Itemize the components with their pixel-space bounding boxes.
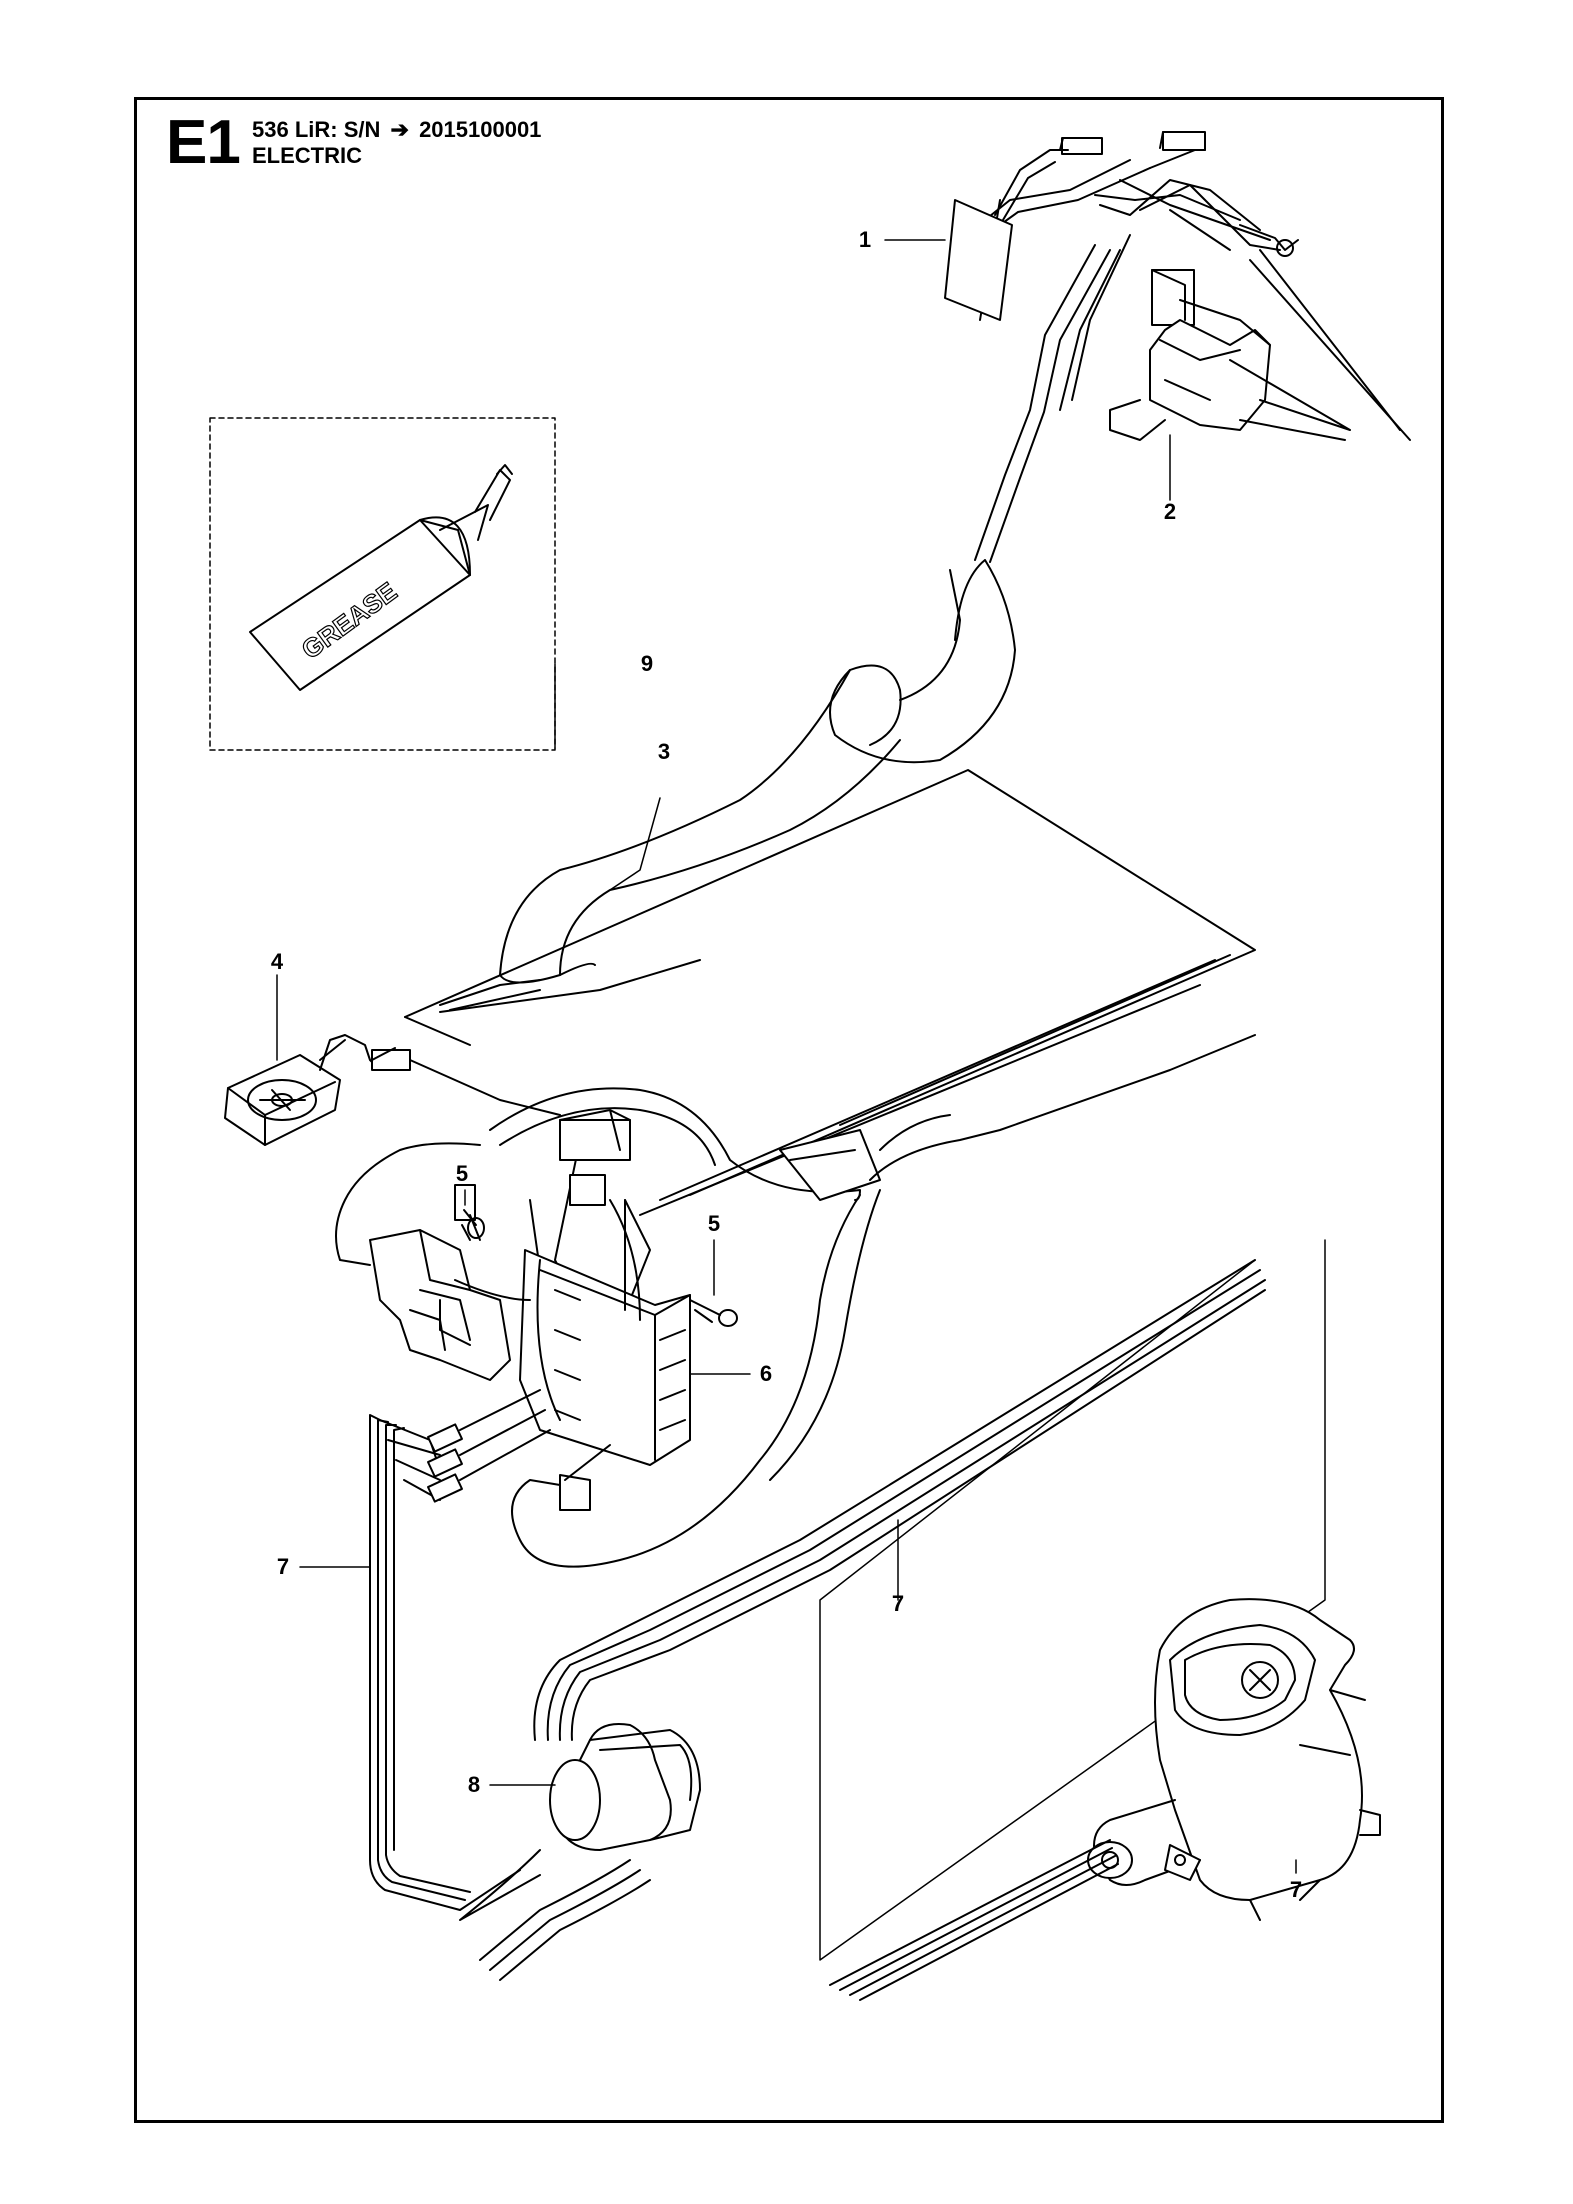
part-6-switch-bracket: [369, 1184, 531, 1381]
part-5-screw-left: [461, 1209, 485, 1241]
callout-2: 2: [1163, 499, 1177, 524]
callout-9: 9: [640, 651, 654, 676]
callout-1: 1: [858, 227, 872, 252]
part-7-wires-left: [369, 1389, 551, 1911]
part-7-wires-long: [533, 1239, 1326, 1961]
callout-8: 8: [467, 1772, 481, 1797]
model-serial-line: 536 LiR: S/N ➔ 2015100001: [252, 118, 541, 142]
part-1-label-sticker: [944, 199, 1013, 321]
part-9-grease-tube: [209, 417, 556, 751]
callout-4: 4: [270, 949, 284, 974]
callout-5-left: 5: [455, 1161, 469, 1186]
callout-5-right: 5: [707, 1211, 721, 1236]
part-4-fan: [224, 1034, 561, 1146]
callout-3: 3: [657, 739, 671, 764]
callout-6: 6: [759, 1361, 773, 1386]
part-7-motor: [829, 1598, 1381, 2001]
model-prefix: 536 LiR: S/N: [252, 117, 381, 142]
part-6-control-module: [335, 1034, 1256, 1568]
part-3-wire-bag: [404, 769, 1256, 1216]
callout-7-center: 7: [891, 1591, 905, 1616]
part-1-2-harness: [959, 131, 1411, 563]
leader-lines: [276, 239, 1297, 1874]
serial-number: 2015100001: [419, 117, 542, 142]
section-code: E1: [166, 108, 241, 177]
callout-7-motor: 7: [1289, 1877, 1303, 1902]
arrow-icon: ➔: [390, 117, 409, 142]
drawing-frame: [134, 97, 1444, 2123]
part-5-screw-right: [689, 1299, 738, 1327]
callout-7-left: 7: [276, 1554, 290, 1579]
diagram-title: ELECTRIC: [252, 143, 362, 168]
part-8-ferrite-core: [459, 1723, 701, 1981]
part-3-sleeve: [499, 559, 1016, 984]
